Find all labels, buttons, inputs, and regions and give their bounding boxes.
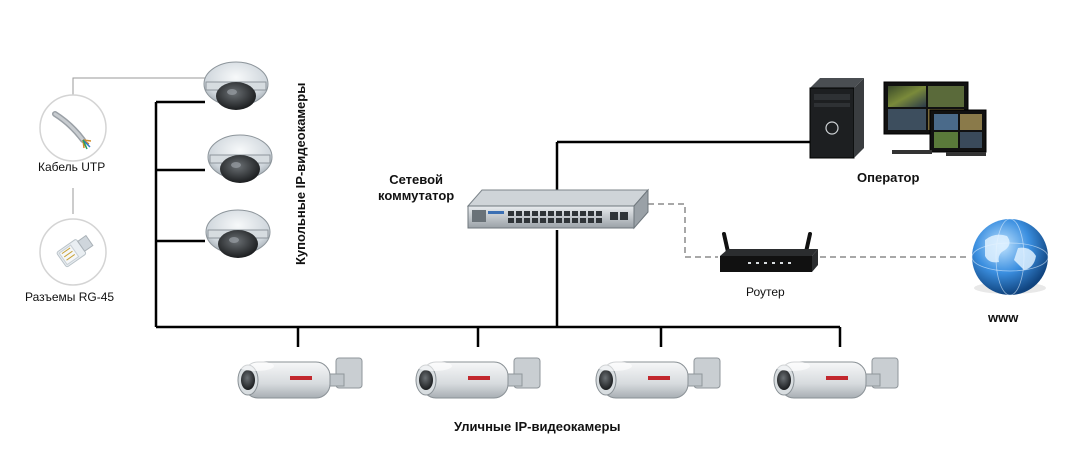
bullet-camera-1 — [237, 357, 363, 399]
connectors-label: Разъемы RG-45 — [25, 290, 115, 304]
desktop-pc-icon — [809, 78, 864, 159]
bullet-camera-3 — [595, 357, 721, 399]
wired-connections — [154, 100, 842, 347]
router-links — [648, 203, 968, 258]
globe-icon — [971, 218, 1049, 296]
bullet-camera-2 — [415, 357, 541, 399]
bullet-camera-4 — [773, 357, 899, 399]
street-cameras-label: Уличные IP-видеокамеры — [454, 419, 621, 434]
utp-cable-icon — [39, 94, 107, 162]
rj45-connector-icon — [39, 218, 107, 286]
switch-label: Сетевой коммутатор — [378, 172, 455, 203]
wifi-router-icon — [720, 232, 818, 272]
network-switch-icon — [466, 188, 650, 230]
dome-camera-1 — [203, 61, 269, 110]
surveillance-monitors-icon — [883, 81, 987, 156]
router-label: Роутер — [746, 285, 785, 299]
dome-camera-2 — [207, 134, 273, 183]
dome-camera-3 — [205, 209, 271, 258]
operator-label: Оператор — [857, 170, 920, 185]
internet-label: www — [988, 310, 1019, 325]
dome-cameras-label: Купольные IP-видеокамеры — [293, 82, 308, 265]
cable-label: Кабель UTP — [38, 160, 106, 174]
